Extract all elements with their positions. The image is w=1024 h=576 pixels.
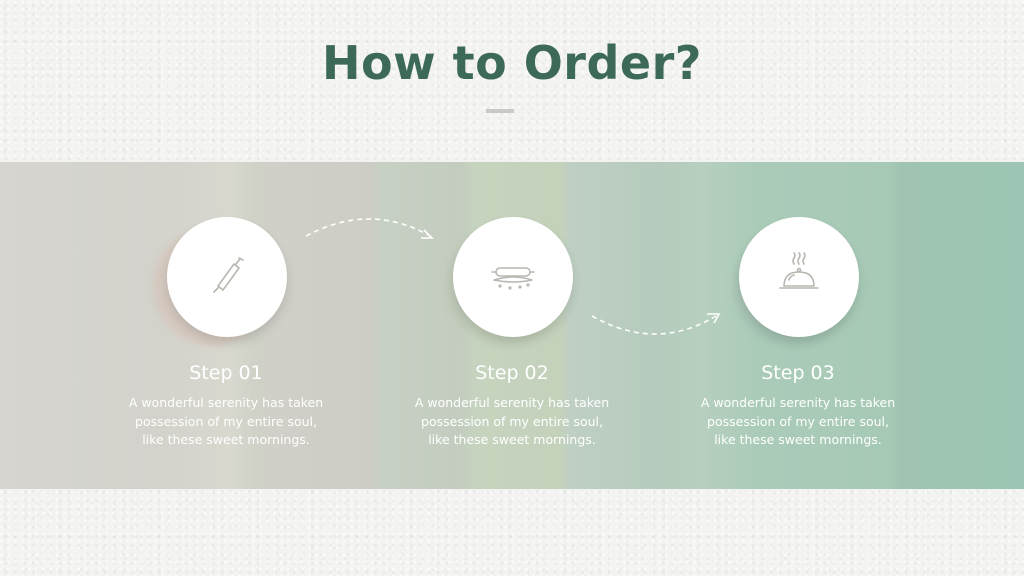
- step-1: Step 01 A wonderful serenity has taken p…: [111, 162, 341, 489]
- step-description: A wonderful serenity has taken possessio…: [128, 395, 324, 447]
- step-title: Step 03: [761, 362, 835, 384]
- serving-cloche-icon: [779, 252, 819, 289]
- step-circle: [453, 217, 573, 337]
- dough-rolling-icon: [491, 267, 535, 290]
- step-circle: [739, 217, 859, 337]
- title-underline: [486, 109, 514, 113]
- step-circle: [167, 217, 287, 337]
- step-2: Step 02 A wonderful serenity has taken p…: [397, 162, 627, 489]
- page-title: How to Order?: [321, 36, 702, 90]
- step-3: Step 03 A wonderful serenity has taken p…: [683, 162, 913, 489]
- step-title: Step 02: [475, 362, 549, 384]
- rolling-pin-icon: [213, 257, 244, 293]
- dashed-arrow-2: [591, 313, 721, 335]
- step-title: Step 01: [189, 362, 263, 384]
- step-description: A wonderful serenity has taken possessio…: [700, 395, 896, 447]
- dashed-arrow-1: [305, 218, 434, 239]
- step-description: A wonderful serenity has taken possessio…: [414, 395, 610, 447]
